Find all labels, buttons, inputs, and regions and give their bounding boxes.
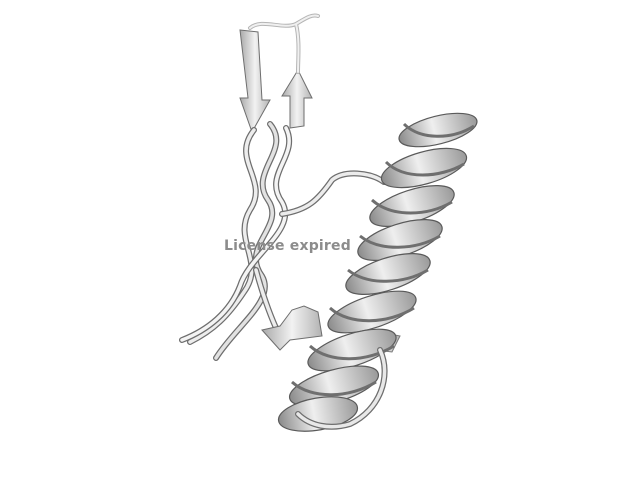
beta-strand-right — [281, 68, 313, 129]
alpha-helix-main — [277, 112, 478, 432]
helix-back-faces — [290, 122, 475, 397]
coil-bundle — [179, 121, 387, 361]
beta-strand-lower — [261, 305, 323, 351]
license-watermark: License expired — [224, 238, 351, 254]
beta-strand-left — [239, 29, 271, 134]
